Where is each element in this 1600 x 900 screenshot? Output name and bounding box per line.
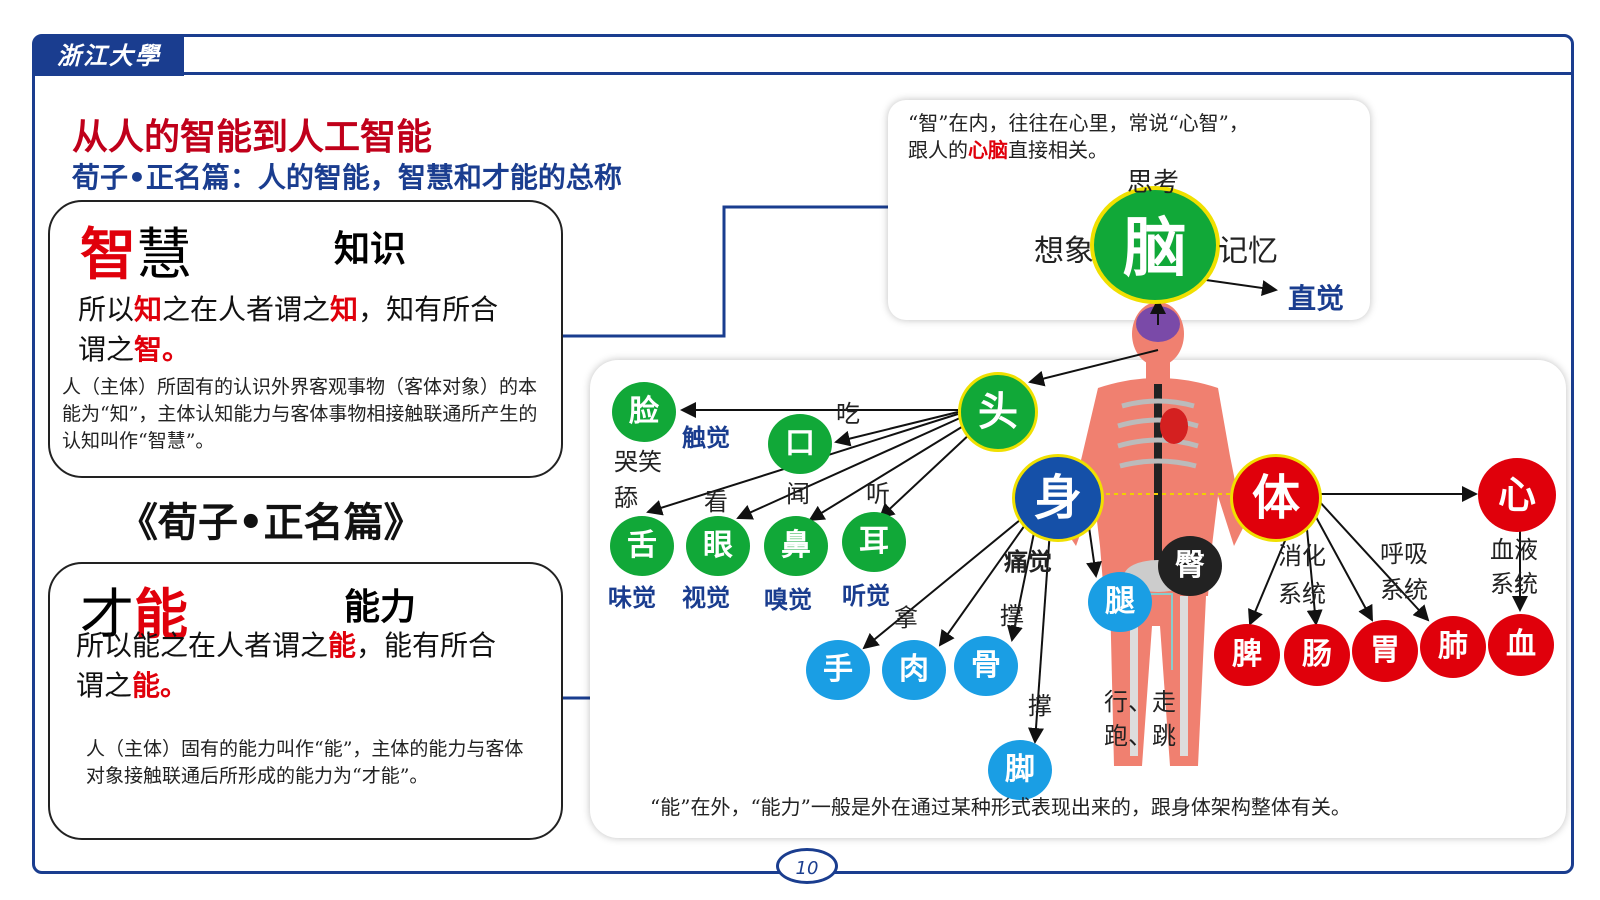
main-title: 从人的智能到人工智能 (72, 117, 433, 158)
hearing-label: 听觉 (842, 582, 890, 610)
ear-node: 耳 (842, 512, 906, 572)
memory-label: 记忆 (1218, 234, 1278, 269)
bone-node: 骨 (954, 636, 1018, 696)
lick-label: 舔 (614, 484, 638, 512)
pain-label: 痛觉 (1004, 548, 1052, 576)
quote-part: 知 (134, 293, 163, 326)
hip-node: 臀 (1158, 536, 1222, 596)
page-number: 10 (776, 848, 838, 884)
ability-explanation: 人（主体）固有的能力叫作“能”，主体的能力与客体对象接触联通后所形成的能力为“才… (86, 738, 524, 787)
book-title: 《荀子•正名篇》 (118, 500, 424, 546)
wisdom-quote: 所以知之在人者谓之知，知有所合谓之智。 (78, 290, 538, 370)
nose-node: 鼻 (764, 516, 828, 576)
flesh-node: 肉 (882, 640, 946, 700)
imagine-label: 想象 (1034, 234, 1094, 269)
look-label: 看 (704, 488, 728, 516)
blood-system-label-2: 系统 (1490, 570, 1538, 598)
tongue-node: 舌 (610, 516, 674, 576)
intestine-node: 肠 (1284, 624, 1350, 686)
eye-node: 眼 (686, 516, 750, 576)
support-label-1: 撑 (1000, 602, 1024, 630)
body-node: 身 (1012, 454, 1104, 542)
digestive-label-1: 消化 (1278, 542, 1326, 570)
ability-tag: 能力 (344, 587, 417, 628)
ability-heading: 才能 (80, 570, 188, 649)
brain-caption: “智”在内，往往在心里，常说“心智”， 跟人的心脑直接相关。 (908, 110, 1358, 164)
wisdom-box: 智慧 知识 所以知之在人者谓之知，知有所合谓之智。 人（主体）所固有的认识外界客… (48, 200, 563, 478)
eat-label: 吃 (836, 400, 860, 428)
knowledge-tag: 知识 (334, 229, 407, 270)
university-logo: 浙江大學 (34, 36, 184, 76)
intuition-label: 直觉 (1288, 282, 1345, 315)
foot-node: 脚 (988, 740, 1052, 800)
spleen-node: 脾 (1214, 624, 1280, 686)
torso-node: 体 (1230, 454, 1322, 542)
digestive-label-2: 系统 (1278, 580, 1326, 608)
support-label-2: 撑 (1028, 692, 1052, 720)
header-rule (184, 72, 1574, 75)
hand-node: 手 (806, 640, 870, 700)
heart-node: 心 (1478, 458, 1556, 532)
quote-part: 。 (162, 333, 191, 366)
blood-node: 血 (1488, 614, 1554, 676)
hold-label: 拿 (894, 604, 918, 632)
wisdom-heading-black: 慧 (136, 223, 192, 288)
quote-part: 所以 (78, 293, 135, 326)
brain-node: 脑 (1090, 186, 1220, 304)
sight-label: 视觉 (682, 584, 730, 612)
taste-label: 味觉 (608, 584, 656, 612)
respiratory-label-2: 系统 (1380, 576, 1428, 604)
ability-quote: 所以能之在人者谓之能，能有所合谓之能。 (76, 626, 546, 706)
ability-heading-black: 才 (80, 583, 134, 646)
quote-part: ，能有所合 (356, 629, 497, 662)
quote-part: 知 (330, 293, 359, 326)
wisdom-heading: 智慧 (80, 210, 192, 291)
blood-system-label-1: 血液 (1490, 536, 1538, 564)
body-panel-footer: “能”在外，“能力”一般是外在通过某种形式表现出来的，跟身体架构整体有关。 (650, 795, 1351, 819)
quote-part: 谓之 (78, 333, 135, 366)
wisdom-heading-red: 智 (80, 223, 136, 288)
quote-part: 智 (134, 333, 163, 366)
ability-box: 才能 能力 所以能之在人者谓之能，能有所合谓之能。 人（主体）固有的能力叫作“能… (48, 562, 563, 840)
lung-node: 肺 (1420, 616, 1486, 678)
touch-label: 触觉 (682, 424, 730, 452)
caption-part: 跟人的 (908, 138, 968, 162)
caption-part: “智”在内，往往在心里，常说“心智”， (908, 111, 1249, 135)
quote-part: ，知有所合 (358, 293, 499, 326)
quote-part: 之在人者谓之 (162, 293, 331, 326)
mouth-node: 口 (768, 414, 832, 474)
sub-title: 荀子•正名篇：人的智能，智慧和才能的总称 (72, 161, 622, 194)
respiratory-label-1: 呼吸 (1380, 540, 1428, 568)
wisdom-explanation: 人（主体）所固有的认识外界客观事物（客体对象）的本能为“知”，主体认知能力与客体… (62, 376, 538, 452)
listen-label: 听 (866, 480, 890, 508)
smell-action-label: 闻 (786, 480, 810, 508)
caption-part: 心脑 (968, 138, 1008, 162)
cry-laugh-label: 哭笑 (614, 448, 662, 476)
smell-label: 嗅觉 (764, 586, 812, 614)
think-label: 思考 (1127, 168, 1180, 198)
caption-part: 直接相关。 (1008, 138, 1108, 162)
leg-node: 腿 (1088, 572, 1152, 632)
quote-part: 谓之 (76, 669, 133, 702)
body-panel (590, 360, 1566, 838)
walk-label-2: 跑、跳 (1104, 722, 1176, 750)
walk-label-1: 行、走 (1104, 688, 1176, 716)
stomach-node: 胃 (1352, 620, 1418, 682)
face-node: 脸 (612, 382, 676, 442)
quote-part: 能。 (132, 669, 189, 702)
quote-part: 能 (328, 629, 357, 662)
ability-heading-red: 能 (134, 583, 188, 646)
head-node: 头 (958, 372, 1038, 452)
quote-part: 所以能之在人者谓之 (76, 629, 329, 662)
